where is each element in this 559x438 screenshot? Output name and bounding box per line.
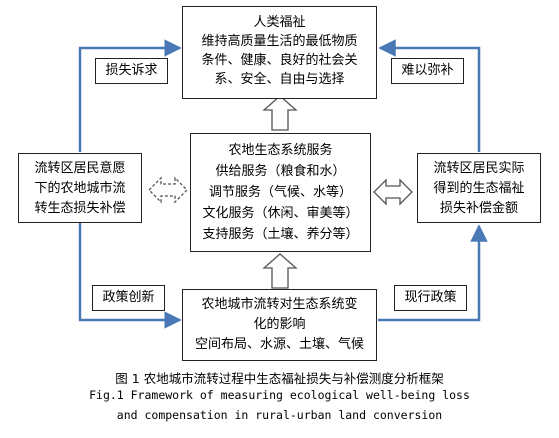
box-line: 流转区居民意愿 — [34, 161, 126, 176]
box-line: 得到的生态福祉 — [433, 181, 525, 196]
figure-caption-zh: 图 1 农地城市流转过程中生态福祉损失与补偿测度分析框架 — [115, 371, 444, 386]
dashed-arrow-center-left — [148, 176, 188, 204]
figure-caption-en-line2: and compensation in rural-urban land con… — [116, 408, 443, 422]
ecosystem-services-box: 农地生态系统服务 供给服务（粮食和水） 调节服务（气候、水等） 文化服务（休闲、… — [190, 133, 371, 252]
arrow-left-to-bottom — [78, 222, 182, 329]
willingness-compensation-box: 流转区居民意愿 下的农地城市流 转生态损失补偿 — [18, 153, 142, 223]
human-wellbeing-box: 人类福祉 维持高质量生活的最低物质 条件、健康、良好的社会关 系、安全、自由与选… — [182, 6, 377, 99]
current-policy-tag: 现行政策 — [394, 285, 467, 311]
hollow-arrow-bottom-to-center — [262, 253, 298, 289]
box-line: 支持服务（土壤、养分等） — [202, 227, 359, 242]
box-line: 条件、健康、良好的社会关 — [201, 53, 358, 68]
conversion-impact-box: 农地城市流转对生态系统变 化的影响 空间布局、水源、土壤、气候 — [182, 289, 377, 361]
box-line: 人类福祉 — [253, 15, 306, 30]
figure-caption-en-line1: Fig.1 Framework of measuring ecological … — [89, 388, 470, 402]
loss-demand-tag: 损失诉求 — [95, 58, 168, 84]
box-line: 空间布局、水源、土壤、气候 — [194, 337, 364, 352]
hollow-arrow-center-right — [373, 178, 413, 206]
box-line: 供给服务（粮食和水） — [215, 164, 346, 179]
box-line: 农地城市流转对生态系统变 — [201, 297, 358, 312]
box-line: 流转区居民实际 — [433, 161, 525, 176]
box-line: 下的农地城市流 — [34, 181, 126, 196]
hollow-arrow-center-to-top — [262, 95, 298, 131]
arrow-bottom-to-right — [378, 224, 488, 322]
box-line: 农地生态系统服务 — [228, 143, 333, 158]
box-line: 化的影响 — [253, 317, 306, 332]
actual-compensation-box: 流转区居民实际 得到的生态福祉 损失补偿金额 — [417, 153, 541, 223]
arrow-left-to-top — [78, 39, 182, 152]
box-line: 维持高质量生活的最低物质 — [201, 34, 358, 49]
box-line: 系、安全、自由与选择 — [214, 72, 345, 87]
hard-to-compensate-tag: 难以弥补 — [391, 58, 464, 84]
arrow-right-to-top — [378, 39, 481, 152]
box-line: 调节服务（气候、水等） — [208, 185, 352, 200]
box-line: 损失补偿金额 — [439, 201, 518, 216]
policy-innovation-tag: 政策创新 — [92, 285, 165, 311]
box-line: 转生态损失补偿 — [34, 201, 126, 216]
box-line: 文化服务（休闲、审美等） — [202, 206, 359, 221]
